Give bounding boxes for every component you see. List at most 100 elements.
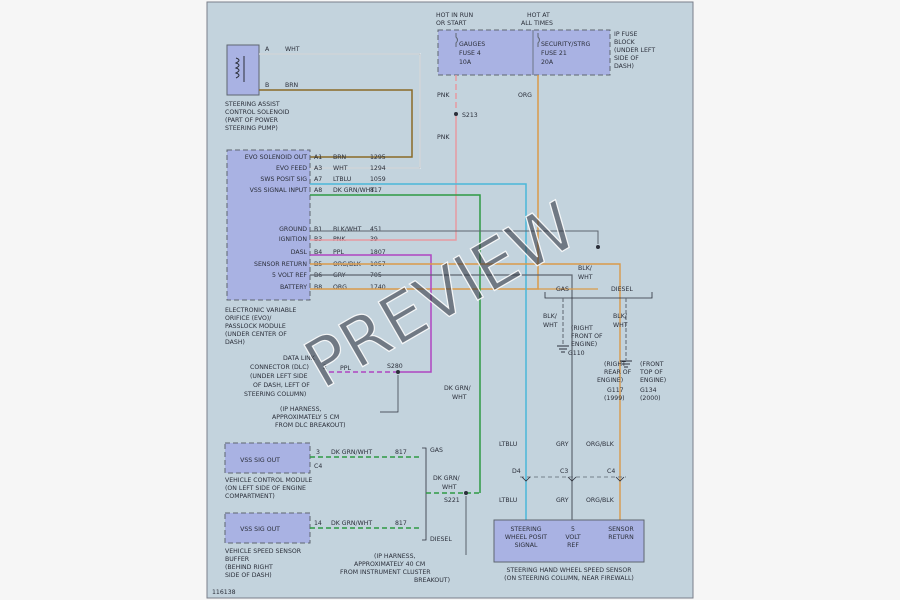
solenoid-wire-b: BRN	[285, 82, 299, 89]
dkgrn-mid-2: WHT	[452, 394, 467, 401]
evo-row-label: BATTERY	[280, 284, 307, 291]
fuse-gauges-2: FUSE 4	[459, 50, 481, 57]
diagram-id: 116138	[212, 589, 236, 596]
evo-row-color: LTBLU	[333, 176, 351, 183]
evo-module	[226, 149, 311, 301]
sensor-col2-3: REF	[567, 542, 579, 549]
g117-label: G117	[607, 387, 624, 394]
sensor-col1-1: STEERING	[510, 526, 541, 533]
solenoid-box	[226, 44, 260, 96]
ip-fuse-block-2: BLOCK	[614, 39, 636, 46]
dkgrn-lower-2: WHT	[442, 484, 457, 491]
vssb-caption-2: BUFFER	[225, 556, 250, 563]
vcm-pin1: 3	[316, 449, 320, 456]
evo-caption-5: DASH)	[225, 339, 245, 346]
hot-all-label-2: ALL TIMES	[521, 20, 553, 27]
blkwht-diesel-2: WHT	[613, 322, 628, 329]
vssb-wire: DK GRN/WHT	[331, 520, 372, 527]
vcm-caption-2: (ON LEFT SIDE OF ENGINE	[225, 485, 306, 492]
sensor-col2-1: 5	[571, 526, 575, 533]
evo-row-label: EVO FEED	[276, 165, 307, 172]
splice-s280-dot	[396, 370, 400, 374]
g134-label: G134	[640, 387, 657, 394]
evo-row-circuit: 1740	[370, 284, 386, 291]
vssb-caption-1: VEHICLE SPEED SENSOR	[225, 548, 302, 555]
ip-fuse-block-4: SIDE OF	[614, 55, 639, 62]
splice-s213-label: S213	[462, 112, 478, 119]
dlc-caption-4: OF DASH, LEFT OF	[253, 382, 310, 389]
org-label: ORG	[518, 92, 532, 99]
sensor-col3-1: SENSOR	[608, 526, 634, 533]
blkwht-gas-1: BLK/	[543, 313, 558, 320]
splice-s280-label: S280	[387, 363, 403, 370]
sensor-caption-2: (ON STEERING COLUMN, NEAR FIREWALL)	[504, 575, 634, 582]
vssb-caption-3: (BEHIND RIGHT	[225, 564, 273, 571]
ltblu-lower-label: LTBLU	[499, 497, 517, 504]
evo-row-label: EVO SOLENOID OUT	[245, 154, 307, 161]
ip-harness-5-2: APPROXIMATELY 5 CM	[272, 414, 339, 421]
evo-row-label: GROUND	[279, 226, 307, 233]
evo-caption-2: ORIFICE (EVO)/	[225, 315, 272, 322]
blkwht-diesel-1: BLK/	[613, 313, 628, 320]
dlc-caption-3: (UNDER LEFT SIDE	[250, 373, 308, 380]
blkwht-gas-2: WHT	[543, 322, 558, 329]
wire-ppl-1807	[310, 254, 432, 373]
right-front-2: FRONT OF	[571, 333, 603, 340]
connector-c4: C4	[607, 468, 615, 475]
evo-row-color: PPL	[333, 249, 344, 256]
connector-c3: C3	[560, 468, 568, 475]
dkgrn-mid-1: DK GRN/	[444, 385, 472, 392]
solenoid-coil-icon	[234, 56, 245, 82]
blkwht-label-1: BLK/	[578, 265, 593, 272]
evo-row-circuit: 1294	[370, 165, 386, 172]
fuse-gauges-symbol	[455, 33, 458, 47]
connector-d4: D4	[512, 468, 521, 475]
evo-row-color: BLK/WHT	[333, 226, 362, 233]
evo-row-color: WHT	[333, 165, 348, 172]
right-rear-3: ENGINE)	[597, 377, 623, 384]
solenoid-caption-1: STEERING ASSIST	[225, 101, 280, 108]
evo-row-label: DASL	[291, 249, 308, 256]
evo-row-circuit: 1295	[370, 154, 386, 161]
wire-brn-1295	[259, 89, 413, 158]
evo-row-pin: B1	[314, 226, 322, 233]
vcm-pin2: C4	[314, 463, 322, 470]
steering-sensor-box	[493, 519, 645, 563]
right-front-1: (RIGHT	[571, 325, 593, 332]
evo-row-pin: B4	[314, 249, 322, 256]
right-rear-1: (RIGHT	[604, 361, 626, 368]
gas2-label: GAS	[430, 447, 443, 454]
pnk-low-label: PNK	[437, 134, 450, 141]
sensor-col1-3: SIGNAL	[515, 542, 538, 549]
fuse-security-1: SECURITY/STRG	[541, 41, 590, 48]
vssb-label: VSS SIG OUT	[240, 526, 280, 533]
sensor-col2-2: VOLT	[565, 534, 581, 541]
solenoid-pin-b: B	[265, 82, 269, 89]
solenoid-caption-2: CONTROL SOLENOID	[225, 109, 290, 116]
blkwht-label-2: WHT	[578, 274, 593, 281]
splice-s221-label: S221	[444, 497, 460, 504]
fuse-security-symbol	[537, 33, 540, 47]
ip-harness-5-3: FROM DLC BREAKOUT)	[275, 422, 346, 429]
vcm-caption-1: VEHICLE CONTROL MODULE	[225, 477, 312, 484]
orgblk-upper-label: ORG/BLK	[586, 441, 615, 448]
vcm-circuit: 817	[395, 449, 407, 456]
evo-caption-1: ELECTRONIC VARIABLE	[225, 307, 296, 314]
wire-pnk-39	[310, 116, 457, 241]
evo-row-circuit: 1807	[370, 249, 386, 256]
g117-year: (1999)	[604, 395, 625, 402]
diesel-label: DIESEL	[611, 286, 633, 293]
evo-row-pin: A8	[314, 187, 322, 194]
hot-run-label-1: HOT IN RUN	[436, 12, 474, 19]
gry-lower-label: GRY	[556, 497, 569, 504]
wire-dkgrn-817	[310, 194, 481, 493]
evo-row-circuit: 1059	[370, 176, 386, 183]
vssb-pin: 14	[314, 520, 322, 527]
ip-harness-5-1: (IP HARNESS,	[280, 406, 322, 413]
ground-splice-dot	[596, 245, 600, 249]
evo-row-color: BRN	[333, 154, 347, 161]
wire-orgblk-1057	[310, 263, 621, 520]
g110-label: G110	[568, 350, 585, 357]
diesel2-label: DIESEL	[430, 536, 452, 543]
